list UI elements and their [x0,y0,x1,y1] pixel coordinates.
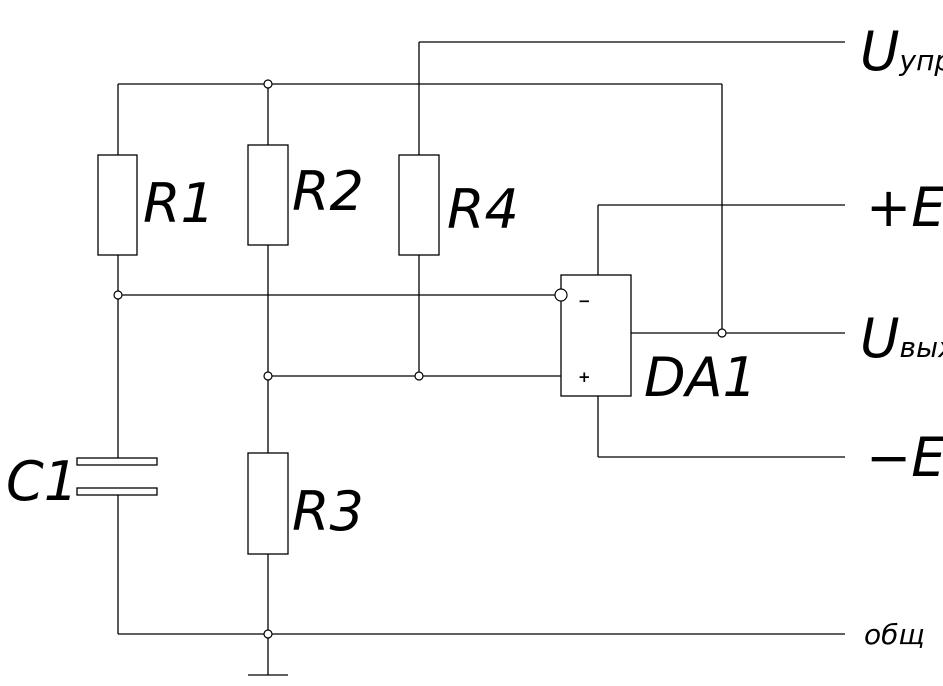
node-top-r2 [263,79,273,89]
label-da1: DA1 [644,346,757,409]
terminal-u-out: Uвых [860,307,943,370]
capacitor-plate-top [76,457,158,466]
capacitor-plate-bottom [76,487,158,496]
label-r4: R4 [447,178,519,241]
capacitor-c1 [76,457,158,496]
wires [117,41,845,676]
terminal-minus-supply-main: −E [866,426,943,489]
node-common [263,629,273,639]
inverting-input-circle [554,288,568,302]
resistor-r3 [247,452,289,555]
node-r4 [414,371,424,381]
terminal-u-out-main: U [860,307,900,370]
resistor-r4 [398,154,440,256]
label-r3: R3 [292,480,364,543]
node-r1-c1 [113,290,123,300]
terminal-common: общ [864,618,925,651]
pin-noninverting: + [578,368,591,386]
terminal-u-ctrl-main: U [860,20,900,83]
terminal-u-out-sub: вых [900,331,943,364]
pin-inverting: − [578,292,591,310]
label-c1: C1 [6,450,78,513]
terminal-u-ctrl: Uупр [860,20,943,83]
junction-nodes [113,79,727,639]
resistor-r2 [247,144,289,246]
opamp-da1 [560,274,632,397]
label-r2: R2 [292,160,364,223]
terminal-plus-supply-main: +E [866,176,943,239]
node-r2-r3 [263,371,273,381]
terminal-minus-supply: −Eп [866,426,943,489]
resistor-r1 [97,154,138,256]
label-r1: R1 [143,172,215,235]
terminal-plus-supply: +Eп [866,176,943,239]
terminal-u-ctrl-sub: упр [899,44,943,77]
node-output [717,328,727,338]
